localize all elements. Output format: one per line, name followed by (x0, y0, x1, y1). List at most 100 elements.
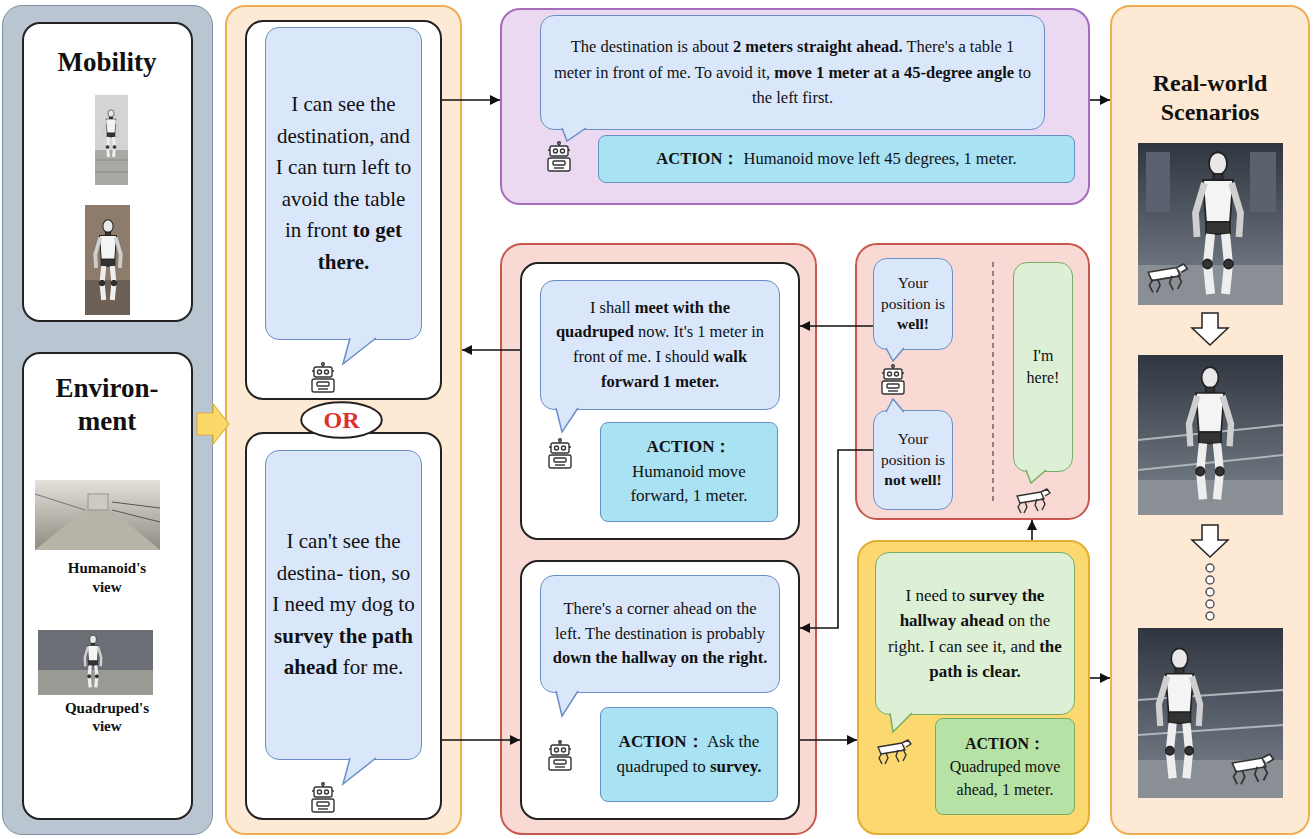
scenario-panel: Real-world Scenarios (1110, 5, 1310, 835)
speech-bubble: Your position is not well! (873, 410, 953, 510)
arrow-head (1100, 673, 1110, 683)
bold-run: meter (828, 63, 869, 82)
bold-run: 45-degree (904, 63, 972, 82)
option-panel: I can see the destination, and I can tur… (225, 5, 462, 835)
bold-run: 2 (733, 37, 741, 56)
speech-bubble: I can't see the destina- tion, so I need… (265, 450, 422, 760)
bold-run: ahead. (856, 37, 902, 56)
bold-run: move (774, 63, 812, 82)
bold-run: path (372, 624, 413, 648)
or-text: OR (300, 408, 383, 432)
bold-run: the (1022, 586, 1045, 605)
bold-run: get (375, 218, 402, 242)
bold-run: the (1039, 637, 1062, 656)
bold-run: hallway (621, 648, 676, 667)
bold-run: survey (274, 624, 334, 648)
arrow-head (847, 735, 857, 745)
bold-run: ACTION： (965, 735, 1045, 752)
bold-run: walk (713, 347, 747, 366)
bold-run: the (702, 648, 724, 667)
action-box: ACTION： Humanoid move left 45 degrees, 1… (598, 135, 1075, 183)
bold-run: the (595, 648, 617, 667)
action-box: ACTION： Humanoid move forward, 1 meter. (600, 422, 778, 522)
humanoid-panel: I shall meet with the quadruped now. It'… (500, 243, 817, 835)
bold-run: quadruped (556, 322, 634, 341)
arrow-head (490, 95, 500, 105)
bubble-text: There's a corner ahead on the left. The … (549, 597, 771, 671)
bold-run: there. (318, 250, 370, 274)
case-box: I can see the destination, and I can tur… (245, 20, 442, 400)
bold-run: path (929, 662, 962, 681)
bold-run: with (673, 298, 704, 317)
arrow-head (462, 345, 472, 355)
bold-run: hallway (900, 611, 957, 630)
connector-line (1090, 99, 1110, 101)
bold-run: well! (910, 471, 942, 488)
bold-run: not (884, 471, 906, 488)
feedback-panel: Your position is well! Your position is n… (855, 243, 1090, 520)
action-text: ACTION： Quadruped move ahead, 1 meter. (942, 732, 1068, 802)
reasoning-panel: The destination is about 2 meters straig… (500, 8, 1090, 205)
bold-run: ahead (284, 655, 338, 679)
bold-run: angle (977, 63, 1015, 82)
speech-bubble: I shall meet with the quadruped now. It'… (540, 280, 780, 410)
box-heading: Humanoid's view (59, 559, 155, 597)
case-box: I can't see the destina- tion, so I need… (245, 432, 442, 820)
connector-line (1090, 677, 1110, 679)
bold-run: ACTION： (656, 149, 739, 168)
or-oval: OR (300, 401, 383, 439)
mobility-box: Mobility (22, 22, 193, 322)
bold-run: well! (897, 315, 929, 332)
bold-run: is (967, 662, 978, 681)
connector-line (1031, 520, 1033, 540)
action-text: ACTION： Ask the quadruped to survey. (609, 730, 769, 779)
arrow-head (1027, 520, 1037, 530)
bold-run: 1 (663, 372, 671, 391)
case-box: There's a corner ahead on the left. The … (520, 560, 800, 820)
bold-run: 1 (816, 63, 824, 82)
speech-bubble: The destination is about 2 meters straig… (540, 15, 1045, 130)
speech-bubble: I'm here! (1013, 262, 1073, 472)
action-text: ACTION： Humanoid move forward, 1 meter. (609, 435, 769, 509)
box-heading: Mobility (24, 46, 191, 78)
connector-arrow (1090, 95, 1110, 105)
bold-run: meet (635, 298, 669, 317)
bold-run: ahead (961, 611, 1004, 630)
box-heading: Quadruped's view (55, 699, 159, 737)
bold-run: ACTION： (646, 437, 731, 456)
bold-run: to (353, 218, 371, 242)
bold-run: straight (797, 37, 852, 56)
bold-run: ACTION： (619, 732, 704, 751)
action-box: ACTION： Quadruped move ahead, 1 meter. (935, 718, 1075, 815)
bubble-text: I can't see the destina- tion, so I need… (272, 526, 415, 684)
bubble-text: I'm here! (1018, 345, 1068, 390)
bold-run: clear. (982, 662, 1021, 681)
environment-box: Environ- mentHumanoid's viewQuadruped's … (22, 352, 193, 820)
arrow-head (1100, 95, 1110, 105)
bold-run: right. (728, 648, 767, 667)
speech-bubble: I need to survey the hallway ahead on th… (875, 552, 1075, 715)
speech-bubble: I can see the destination, and I can tur… (265, 27, 422, 340)
bubble-text: I need to survey the hallway ahead on th… (884, 583, 1066, 685)
quadruped-panel: I need to survey the hallway ahead on th… (857, 540, 1090, 835)
box-heading: Environ- ment (24, 372, 191, 440)
bold-run: a (892, 63, 900, 82)
bold-run: survey. (710, 757, 761, 776)
bold-run: on (681, 648, 698, 667)
bold-run: meter. (675, 372, 719, 391)
connector-arrow (1090, 673, 1110, 683)
case-box: I shall meet with the quadruped now. It'… (520, 262, 800, 540)
side-panel: MobilityEnviron- mentHumanoid's viewQuad… (2, 5, 213, 835)
connector-arrow (1027, 520, 1037, 540)
panel-heading: Real-world Scenarios (1120, 69, 1300, 127)
bold-run: the (708, 298, 730, 317)
bold-run: survey (969, 586, 1017, 605)
bold-run: forward (601, 372, 659, 391)
action-box: ACTION： Ask the quadruped to survey. (600, 707, 778, 802)
speech-bubble: Your position is well! (873, 258, 953, 350)
action-text: ACTION： Humanoid move left 45 degrees, 1… (607, 147, 1066, 170)
bold-run: the (339, 624, 367, 648)
bubble-text: Your position is not well! (878, 429, 948, 492)
bubble-text: I shall meet with the quadruped now. It'… (549, 296, 771, 395)
bold-run: down (553, 648, 592, 667)
